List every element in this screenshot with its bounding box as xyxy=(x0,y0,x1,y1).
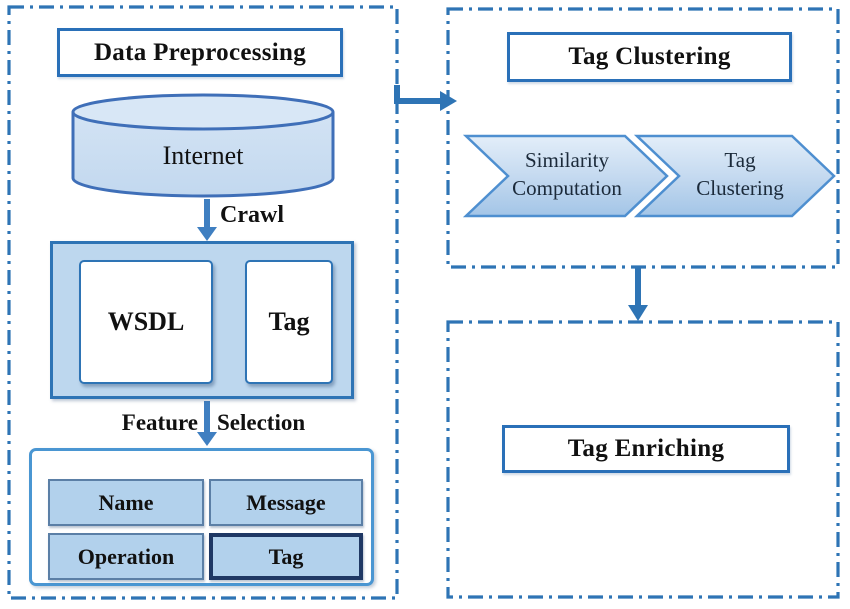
wsdl-node: WSDL xyxy=(79,260,213,384)
table-cell-name-label: Name xyxy=(98,489,154,515)
table-cell-name: Name xyxy=(48,479,204,526)
table-cell-operation: Operation xyxy=(48,533,204,580)
clustering-to-enriching-arrow xyxy=(628,268,648,321)
crawl-result-container: WSDL Tag xyxy=(50,241,354,399)
data-preprocessing-title: Data Preprocessing xyxy=(57,28,343,77)
panel-connector-arrow xyxy=(394,85,457,111)
tag-enriching-title-label: Tag Enriching xyxy=(567,435,725,462)
tag-line: Tag xyxy=(724,148,756,172)
similarity-computation-label: Similarity Computation xyxy=(492,147,642,202)
similarity-line: Similarity xyxy=(525,148,609,172)
crawl-arrow xyxy=(197,199,217,241)
feature-table: Name Message Operation Tag xyxy=(29,448,374,586)
feature-selection-arrow xyxy=(197,401,217,446)
data-preprocessing-title-label: Data Preprocessing xyxy=(93,38,307,66)
tag-clustering-title-label: Tag Clustering xyxy=(568,43,731,70)
table-cell-message-label: Message xyxy=(246,489,326,515)
table-cell-message: Message xyxy=(209,479,363,526)
tag-node: Tag xyxy=(245,260,333,384)
tag-enriching-title: Tag Enriching xyxy=(502,425,790,473)
tag-node-label: Tag xyxy=(268,307,310,336)
internet-cylinder xyxy=(71,93,335,198)
tag-enriching-panel-border xyxy=(446,320,840,599)
tag-clustering-chevron xyxy=(633,134,836,218)
wsdl-node-label: WSDL xyxy=(107,307,185,336)
tag-clustering-title: Tag Clustering xyxy=(507,32,792,82)
feature-label: Feature xyxy=(121,410,198,435)
table-cell-tag: Tag xyxy=(209,533,363,580)
crawl-label: Crawl xyxy=(220,202,284,228)
clustering-line: Clustering xyxy=(696,175,784,200)
internet-label: Internet xyxy=(162,141,244,170)
selection-label: Selection xyxy=(217,410,306,435)
similarity-computation-chevron xyxy=(462,134,669,218)
table-cell-tag-label: Tag xyxy=(268,543,304,569)
data-preprocessing-panel-border xyxy=(7,5,399,600)
table-cell-operation-label: Operation xyxy=(77,543,175,569)
tag-clustering-chevron-label: Tag Clustering xyxy=(665,147,815,202)
computation-line: Computation xyxy=(512,175,622,200)
tag-clustering-panel-border xyxy=(446,7,840,269)
